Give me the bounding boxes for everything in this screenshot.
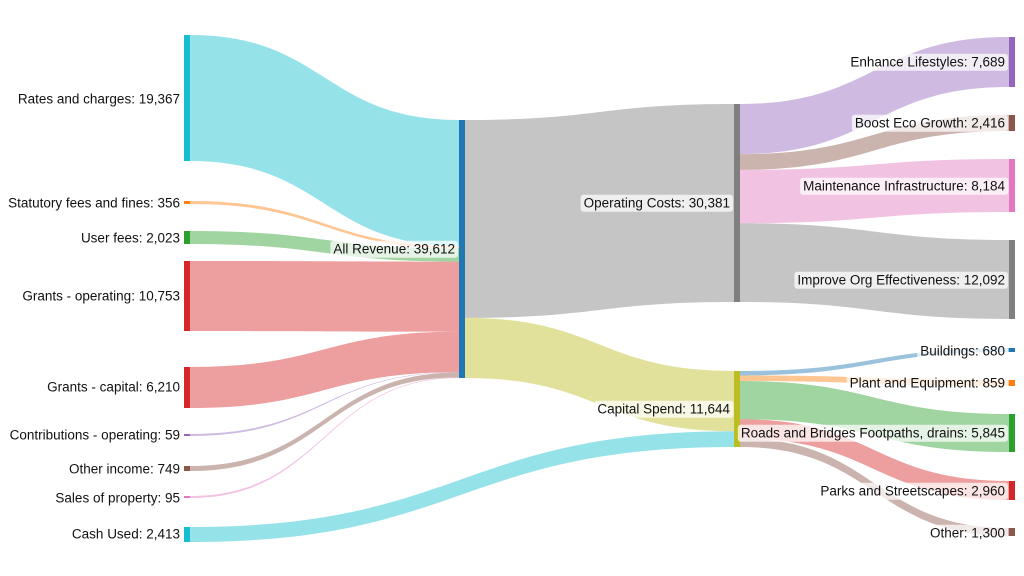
node-enhance — [1009, 37, 1015, 87]
node-other — [1009, 528, 1015, 536]
node-contrib — [184, 434, 190, 436]
node-capspend — [734, 371, 740, 447]
node-parks — [1009, 481, 1015, 500]
link-rates-allrev — [190, 35, 459, 247]
node-plant — [1009, 380, 1015, 386]
node-label-bg-maint — [800, 177, 1009, 195]
node-boost — [1009, 115, 1015, 131]
node-label-parks: Parks and Streetscapes: 2,960 — [820, 484, 1005, 499]
node-label-statfees: Statutory fees and fines: 356 — [8, 196, 180, 211]
node-label-boost: Boost Eco Growth: 2,416 — [855, 116, 1005, 131]
node-maint — [1009, 159, 1015, 212]
node-label-bg-plant — [846, 374, 1008, 392]
node-label-bg-roads — [737, 424, 1008, 442]
node-label-otherinc: Other income: 749 — [69, 462, 180, 477]
link-grantscap-allrev — [190, 331, 459, 408]
node-label-grantscap: Grants - capital: 6,210 — [47, 380, 180, 395]
node-label-buildings: Buildings: 680 — [920, 344, 1005, 359]
node-buildings — [1009, 348, 1015, 352]
node-label-improve: Improve Org Effectiveness: 12,092 — [797, 273, 1005, 288]
link-salesprop-allrev — [190, 377, 459, 498]
node-label-roads: Roads and Bridges Footpaths, drains: 5,8… — [741, 426, 1005, 441]
node-label-capspend: Capital Spend: 11,644 — [597, 402, 730, 417]
node-label-salesprop: Sales of property: 95 — [55, 491, 180, 506]
node-label-bg-enhance — [847, 53, 1008, 71]
node-grantscap — [184, 367, 190, 408]
node-label-grantsop: Grants - operating: 10,753 — [22, 289, 180, 304]
node-allrev — [459, 120, 465, 378]
node-otherinc — [184, 466, 190, 471]
node-statfees — [184, 201, 190, 204]
node-opcosts — [734, 104, 740, 302]
node-label-allrev: All Revenue: 39,612 — [333, 242, 455, 257]
node-label-bg-boost — [851, 114, 1008, 132]
node-salesprop — [184, 496, 190, 498]
node-label-other: Other: 1,300 — [930, 526, 1005, 541]
node-rates — [184, 35, 190, 161]
link-otherinc-allrev — [190, 372, 459, 471]
node-label-cashused: Cash Used: 2,413 — [72, 527, 180, 542]
node-label-bg-allrev — [330, 240, 458, 258]
link-statfees-allrev — [190, 201, 459, 249]
link-opcosts-improve — [740, 223, 1009, 319]
node-label-maint: Maintenance Infrastructure: 8,184 — [803, 179, 1005, 194]
node-label-opcosts: Operating Costs: 30,381 — [584, 196, 730, 211]
link-grantsop-allrev — [190, 261, 459, 332]
node-label-bg-improve — [794, 271, 1008, 289]
node-label-bg-parks — [817, 482, 1008, 500]
node-label-bg-buildings — [917, 342, 1008, 360]
node-cashused — [184, 527, 190, 542]
node-label-rates: Rates and charges: 19,367 — [18, 92, 180, 107]
node-label-bg-capspend — [594, 400, 734, 418]
node-label-enhance: Enhance Lifestyles: 7,689 — [850, 55, 1005, 70]
node-label-bg-other — [926, 524, 1008, 542]
link-cashused-capspend — [190, 431, 734, 542]
node-label-contrib: Contributions - operating: 59 — [10, 428, 180, 443]
link-contrib-allrev — [190, 372, 459, 436]
link-capspend-buildings — [740, 348, 1009, 376]
sankey-nodes — [184, 35, 1015, 542]
node-label-userfees: User fees: 2,023 — [81, 231, 180, 246]
node-userfees — [184, 231, 190, 244]
node-roads — [1009, 414, 1015, 452]
node-label-bg-opcosts — [580, 194, 733, 212]
node-label-plant: Plant and Equipment: 859 — [850, 376, 1005, 391]
node-grantsop — [184, 261, 190, 331]
node-improve — [1009, 240, 1015, 319]
